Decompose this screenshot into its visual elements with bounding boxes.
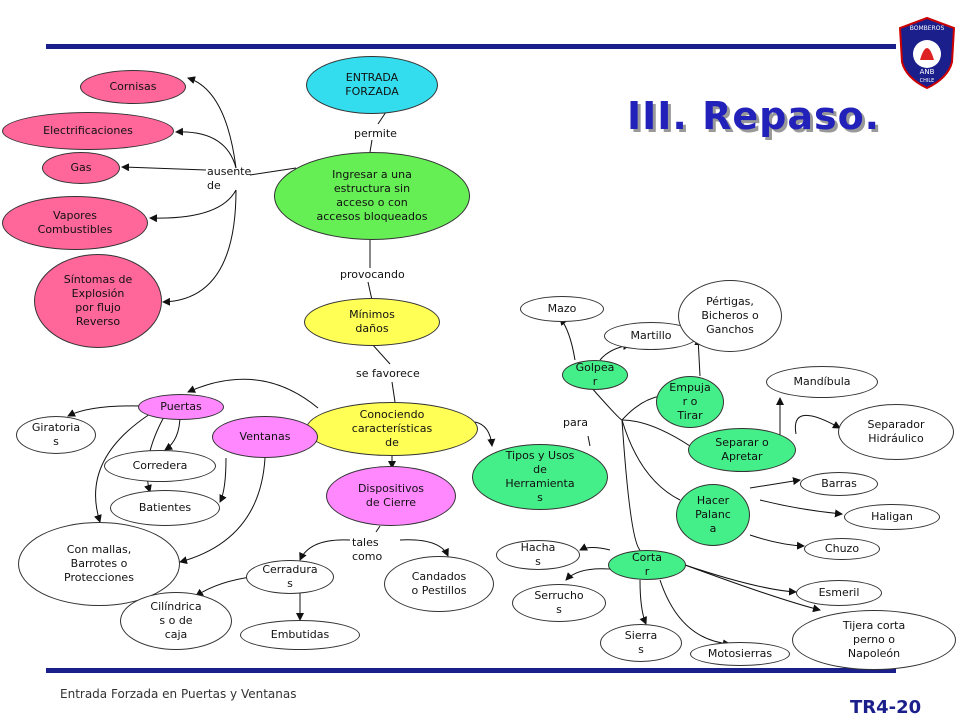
- node-vapores[interactable]: Vapores Combustibles: [2, 196, 148, 250]
- node-minimos-danos[interactable]: Mínimos daños: [304, 298, 440, 346]
- node-tijera[interactable]: Tijera corta perno o Napoleón: [792, 610, 956, 670]
- node-ventanas[interactable]: Ventanas: [212, 416, 318, 458]
- link-provocando: provocando: [340, 268, 405, 281]
- node-separar[interactable]: Separar o Apretar: [688, 428, 796, 472]
- node-candados[interactable]: Candados o Pestillos: [384, 556, 494, 612]
- svg-text:CHILE: CHILE: [920, 78, 935, 84]
- node-mandibula[interactable]: Mandíbula: [766, 366, 878, 398]
- link-para: para: [563, 416, 588, 429]
- link-ausente-de: ausente de: [207, 165, 252, 192]
- bomberos-logo: BOMBEROS ANB CHILE: [896, 16, 958, 90]
- footer-code: TR4-20: [850, 697, 922, 718]
- node-ingresar[interactable]: Ingresar a una estructura sin acceso o c…: [274, 152, 470, 240]
- link-permite: permite: [354, 127, 397, 140]
- node-empujar[interactable]: Empuja r o Tirar: [656, 376, 724, 428]
- node-hacer-palanca[interactable]: Hacer Palanc a: [676, 484, 750, 546]
- node-esmeril[interactable]: Esmeril: [796, 580, 882, 606]
- node-cortar[interactable]: Corta r: [608, 550, 686, 580]
- node-mazo[interactable]: Mazo: [520, 296, 604, 322]
- node-motosierras[interactable]: Motosierras: [690, 642, 790, 666]
- node-hachas[interactable]: Hacha s: [496, 540, 580, 570]
- node-giratorias[interactable]: Giratoria s: [16, 416, 96, 454]
- node-cerraduras[interactable]: Cerradura s: [246, 560, 334, 594]
- node-tipos-usos[interactable]: Tipos y Usos de Herramienta s: [472, 444, 608, 510]
- node-puertas[interactable]: Puertas: [138, 394, 224, 420]
- node-con-mallas[interactable]: Con mallas, Barrotes o Protecciones: [18, 522, 180, 606]
- node-pertigas[interactable]: Pértigas, Bicheros o Ganchos: [678, 280, 782, 352]
- node-conociendo[interactable]: Conociendo características de: [306, 402, 478, 456]
- node-separador[interactable]: Separador Hidráulico: [838, 404, 954, 460]
- node-cilindricas[interactable]: Cilíndrica s o de caja: [120, 592, 232, 650]
- node-haligan[interactable]: Haligan: [844, 504, 940, 530]
- node-sierras[interactable]: Sierra s: [600, 624, 682, 662]
- node-dispositivos[interactable]: Dispositivos de Cierre: [326, 466, 456, 526]
- bottom-rule: [46, 668, 896, 673]
- node-serruchos[interactable]: Serrucho s: [512, 584, 606, 622]
- node-cornisas[interactable]: Cornisas: [80, 70, 186, 104]
- svg-text:BOMBEROS: BOMBEROS: [910, 25, 945, 32]
- node-chuzo[interactable]: Chuzo: [804, 538, 880, 560]
- node-gas[interactable]: Gas: [42, 152, 120, 184]
- node-embutidas[interactable]: Embutidas: [240, 620, 360, 650]
- svg-text:ANB: ANB: [920, 68, 935, 76]
- node-golpear[interactable]: Golpea r: [562, 360, 628, 390]
- node-electrificaciones[interactable]: Electrificaciones: [2, 112, 174, 150]
- node-barras[interactable]: Barras: [800, 472, 878, 496]
- link-tales-como: tales como: [352, 536, 383, 563]
- top-rule: [46, 44, 896, 49]
- node-sintomas[interactable]: Síntomas de Explosión por flujo Reverso: [34, 254, 162, 348]
- link-se-favorece: se favorece: [356, 367, 420, 380]
- page-title: III. Repaso.: [627, 94, 881, 138]
- node-corredera[interactable]: Corredera: [104, 450, 216, 482]
- node-batientes[interactable]: Batientes: [110, 490, 220, 526]
- footer-text: Entrada Forzada en Puertas y Ventanas: [60, 687, 297, 701]
- node-entrada-forzada[interactable]: ENTRADA FORZADA: [306, 56, 438, 114]
